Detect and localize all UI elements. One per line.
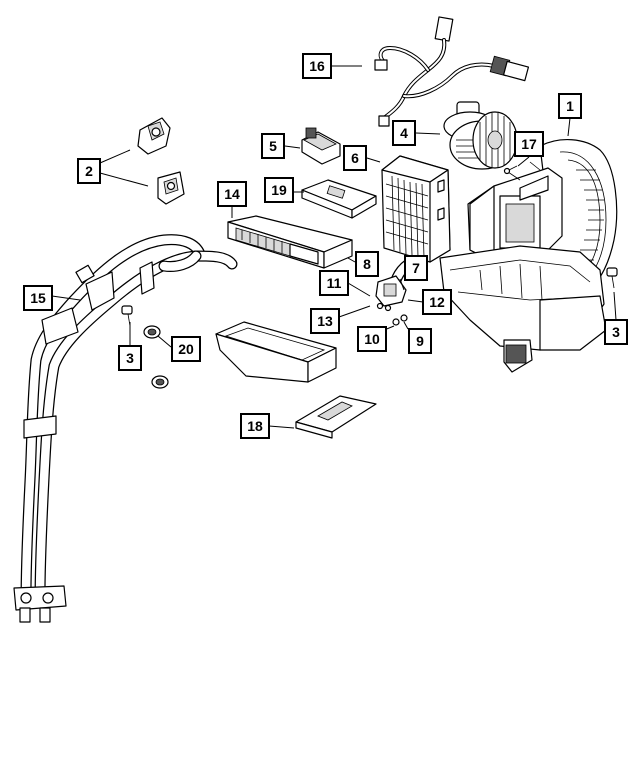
- clamp-20-upper-part: [143, 325, 161, 339]
- callout-10-label: 10: [364, 331, 380, 347]
- filter-cover-part: [301, 179, 377, 219]
- callout-1: 1: [558, 93, 582, 119]
- o-ring-10-part: [392, 318, 400, 326]
- actuator-lower-part: [157, 171, 185, 205]
- callout-15: 15: [23, 285, 53, 311]
- callout-13-label: 13: [317, 313, 333, 329]
- callout-20-label: 20: [178, 341, 194, 357]
- screw-17-part: [503, 165, 518, 175]
- blower-motor-part: [443, 101, 518, 170]
- callout-3-left-label: 3: [126, 350, 134, 366]
- callout-10: 10: [357, 326, 387, 352]
- callout-3-right: 3: [604, 319, 628, 345]
- ac-lines-part: [13, 234, 238, 623]
- callout-8-label: 8: [363, 256, 371, 272]
- o-ring-9-part: [400, 314, 408, 322]
- wiring-harness-part: [374, 16, 530, 127]
- callout-14-label: 14: [224, 186, 240, 202]
- callout-17: 17: [514, 131, 544, 157]
- actuator-upper-part: [137, 117, 171, 155]
- callout-4: 4: [392, 120, 416, 146]
- callout-12: 12: [422, 289, 452, 315]
- hvac-housing-part: [439, 139, 618, 373]
- callout-6-label: 6: [351, 150, 359, 166]
- callout-8: 8: [355, 251, 379, 277]
- callout-3-left: 3: [118, 345, 142, 371]
- callout-9-label: 9: [416, 333, 424, 349]
- callout-4-label: 4: [400, 125, 408, 141]
- screw-3-right-part: [606, 267, 618, 289]
- callout-9: 9: [408, 328, 432, 354]
- seal-pad-part: [295, 395, 377, 439]
- callout-15-label: 15: [30, 290, 46, 306]
- callout-18-label: 18: [247, 418, 263, 434]
- clamp-20-lower-part: [151, 375, 169, 389]
- callout-19-label: 19: [271, 182, 287, 198]
- callout-6: 6: [343, 145, 367, 171]
- callout-14: 14: [217, 181, 247, 207]
- callout-5: 5: [261, 133, 285, 159]
- blower-resistor-part: [301, 127, 341, 165]
- callout-18: 18: [240, 413, 270, 439]
- callout-20: 20: [171, 336, 201, 362]
- heater-core-part: [227, 215, 353, 269]
- callout-1-label: 1: [566, 98, 574, 114]
- callout-11: 11: [319, 270, 349, 296]
- evaporator-core-part: [381, 155, 451, 263]
- callout-19: 19: [264, 177, 294, 203]
- callout-3-right-label: 3: [612, 324, 620, 340]
- callout-11-label: 11: [327, 275, 342, 291]
- callout-2-label: 2: [85, 163, 93, 179]
- callout-7-label: 7: [412, 260, 420, 276]
- callout-17-label: 17: [521, 136, 537, 152]
- callout-16: 16: [302, 53, 332, 79]
- screw-3-left-part: [121, 305, 133, 327]
- callout-5-label: 5: [269, 138, 277, 154]
- callout-2: 2: [77, 158, 101, 184]
- callout-13: 13: [310, 308, 340, 334]
- drain-tray-part: [215, 321, 337, 383]
- callout-16-label: 16: [309, 58, 325, 74]
- callout-12-label: 12: [429, 294, 445, 310]
- callout-7: 7: [404, 255, 428, 281]
